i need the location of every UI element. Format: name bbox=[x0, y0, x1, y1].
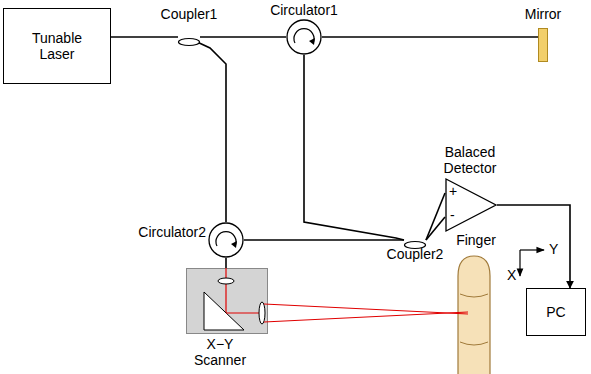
xy-scanner: X−Y Scanner bbox=[186, 268, 268, 370]
node-label: Balaced Detector bbox=[430, 144, 510, 176]
node-label: X−Y Scanner bbox=[190, 336, 250, 368]
polarity-sign: - bbox=[450, 207, 455, 223]
finger: Finger bbox=[452, 232, 500, 374]
axis-y-arrow bbox=[520, 249, 544, 250]
fiber-line bbox=[111, 36, 178, 38]
fiber-line bbox=[426, 217, 445, 240]
fiber-line bbox=[200, 36, 286, 38]
ellipse-shape bbox=[178, 33, 200, 41]
laser-beam bbox=[264, 304, 468, 314]
axis-label: Y bbox=[549, 241, 558, 257]
fiber-line bbox=[195, 41, 226, 222]
node-label: Mirror bbox=[518, 6, 568, 22]
scanner-shape bbox=[186, 268, 268, 334]
node-label: Tunable Laser bbox=[21, 30, 93, 62]
node-label: Finger bbox=[452, 232, 500, 248]
ellipse-shape bbox=[404, 236, 426, 244]
signal-arrow bbox=[497, 205, 570, 288]
node-label: Coupler1 bbox=[157, 6, 221, 22]
fiber-line bbox=[426, 193, 445, 240]
fiber-line bbox=[304, 55, 404, 240]
laser-box: Tunable Laser bbox=[3, 8, 111, 84]
mirror: Mirror bbox=[518, 6, 568, 62]
coupler: Coupler1 bbox=[157, 6, 221, 46]
balanced-detector: Balaced Detector bbox=[425, 144, 515, 234]
fiber-line bbox=[225, 258, 227, 268]
fiber-line bbox=[244, 239, 404, 241]
circle-shape bbox=[208, 222, 244, 258]
axis-label: X bbox=[507, 267, 516, 283]
node-label: PC bbox=[546, 304, 565, 320]
laser-beam bbox=[264, 312, 468, 322]
rect-mirror-shape bbox=[538, 28, 548, 62]
circulator: Circulator1 bbox=[264, 2, 344, 56]
node-label: Coupler2 bbox=[385, 246, 445, 262]
axis-x-arrow bbox=[519, 250, 520, 276]
node-label: Circulator2 bbox=[120, 224, 206, 240]
pc-box: PC bbox=[526, 288, 586, 336]
circle-shape bbox=[286, 19, 322, 55]
polarity-sign: + bbox=[449, 183, 457, 199]
circulator: Circulator2 bbox=[120, 222, 244, 258]
coupler: Coupler2 bbox=[385, 236, 445, 264]
node-label: Circulator1 bbox=[264, 2, 344, 18]
fiber-line bbox=[322, 36, 538, 38]
finger-shape bbox=[452, 254, 500, 374]
